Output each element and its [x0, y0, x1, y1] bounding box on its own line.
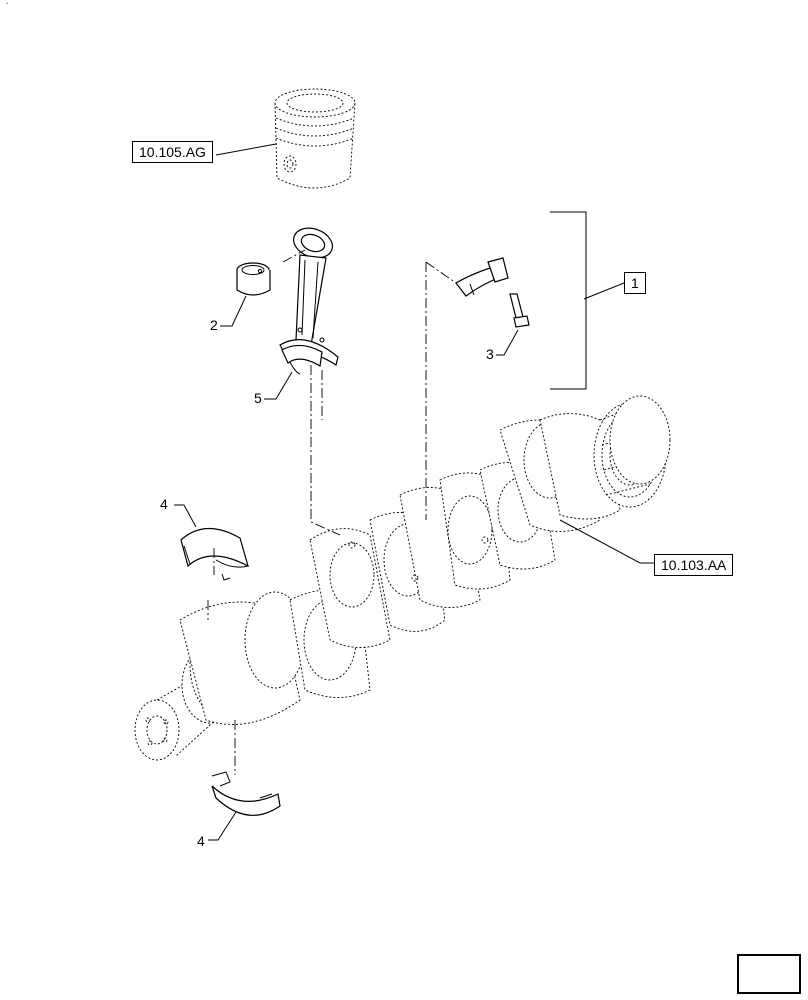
- ref-kit-item[interactable]: 1: [624, 272, 646, 294]
- main-bearing-upper: [180, 527, 249, 581]
- leader-lines: [174, 143, 654, 841]
- main-bearing-lower: [211, 771, 281, 816]
- ref-piston-link[interactable]: 10.105.AG: [132, 141, 213, 163]
- rod-bearing-shell: [281, 344, 323, 375]
- callout-bushing: 2: [210, 317, 218, 333]
- piston-ghost: [274, 88, 356, 189]
- next-page-button[interactable]: [737, 954, 801, 994]
- crankshaft-ghost: [134, 395, 671, 761]
- rod-cap-assembly: [455, 257, 530, 328]
- alignment-lines: [207, 249, 457, 775]
- callout-rod-bearing: 5: [254, 390, 262, 406]
- callout-screw: 3: [486, 346, 494, 362]
- connecting-rod: [279, 227, 339, 366]
- ref-crankshaft-link[interactable]: 10.103.AA: [654, 554, 734, 576]
- corner-mark: `: [6, 2, 9, 11]
- callout-bearing-upper: 4: [160, 496, 168, 512]
- piston-pin-bushing: [236, 262, 271, 296]
- callout-bearing-lower: 4: [197, 833, 205, 849]
